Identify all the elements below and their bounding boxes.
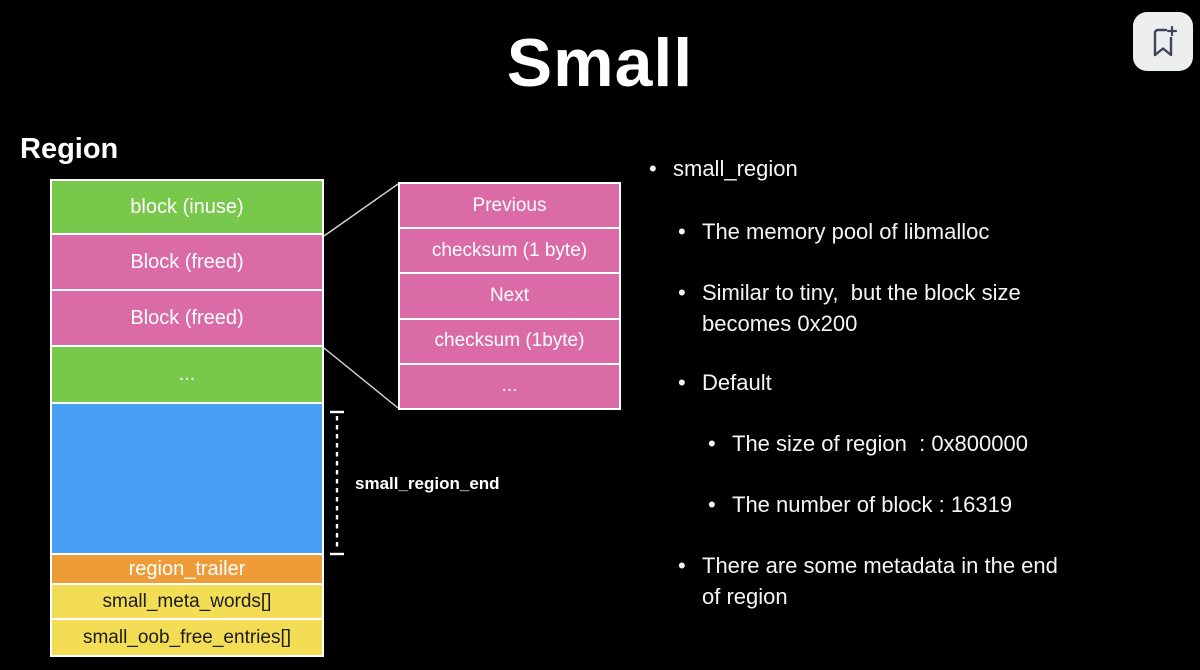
block-ellipsis: ...: [52, 347, 322, 404]
small-region-end-label: small_region_end: [355, 474, 500, 493]
bullet-similar-to-tiny: Similar to tiny, but the block size beco…: [678, 277, 1021, 339]
bookmark-add-button[interactable]: [1133, 12, 1193, 71]
block-small-oob-free-entries: small_oob_free_entries[]: [52, 620, 322, 655]
bullet-dot: [708, 489, 732, 520]
bullet-small-region: small_region: [649, 153, 798, 184]
block-freed-2: Block (freed): [52, 291, 322, 347]
bullet-metadata-end: There are some metadata in the end of re…: [678, 550, 1058, 612]
region-end-bracket: [330, 410, 344, 556]
connector-line-top: [323, 183, 399, 237]
block-freed-1: Block (freed): [52, 235, 322, 291]
bullet-dot: [708, 428, 732, 459]
page-title: Small: [506, 25, 694, 101]
bullet-default: Default: [678, 367, 772, 398]
bullet-dot: [678, 216, 702, 247]
bullet-dot: [678, 277, 702, 339]
bullet-dot: [678, 367, 702, 398]
bullet-memory-pool: The memory pool of libmalloc: [678, 216, 989, 247]
bullet-number-of-block: The number of block : 16319: [708, 489, 1012, 520]
detail-row-checksum-1: checksum (1 byte): [400, 229, 619, 275]
detail-row-ellipsis: ...: [400, 364, 619, 409]
region-heading: Region: [20, 133, 119, 165]
detail-row-next: Next: [400, 274, 619, 320]
bullet-size-of-region: The size of region : 0x800000: [708, 428, 1028, 459]
detail-row-checksum-2: checksum (1byte): [400, 319, 619, 365]
block-inuse: block (inuse): [52, 181, 322, 235]
detail-row-previous: Previous: [400, 184, 619, 230]
bookmark-add-icon: [1147, 25, 1179, 59]
connector-line-bottom: [323, 347, 399, 409]
block-detail-box: Previous checksum (1 byte) Next checksum…: [398, 182, 621, 410]
block-free-space: [52, 404, 322, 555]
bullet-dot: [649, 153, 673, 184]
region-memory-stack: block (inuse) Block (freed) Block (freed…: [50, 179, 324, 657]
block-small-meta-words: small_meta_words[]: [52, 585, 322, 620]
block-region-trailer: region_trailer: [52, 555, 322, 585]
bullet-dot: [678, 550, 702, 612]
